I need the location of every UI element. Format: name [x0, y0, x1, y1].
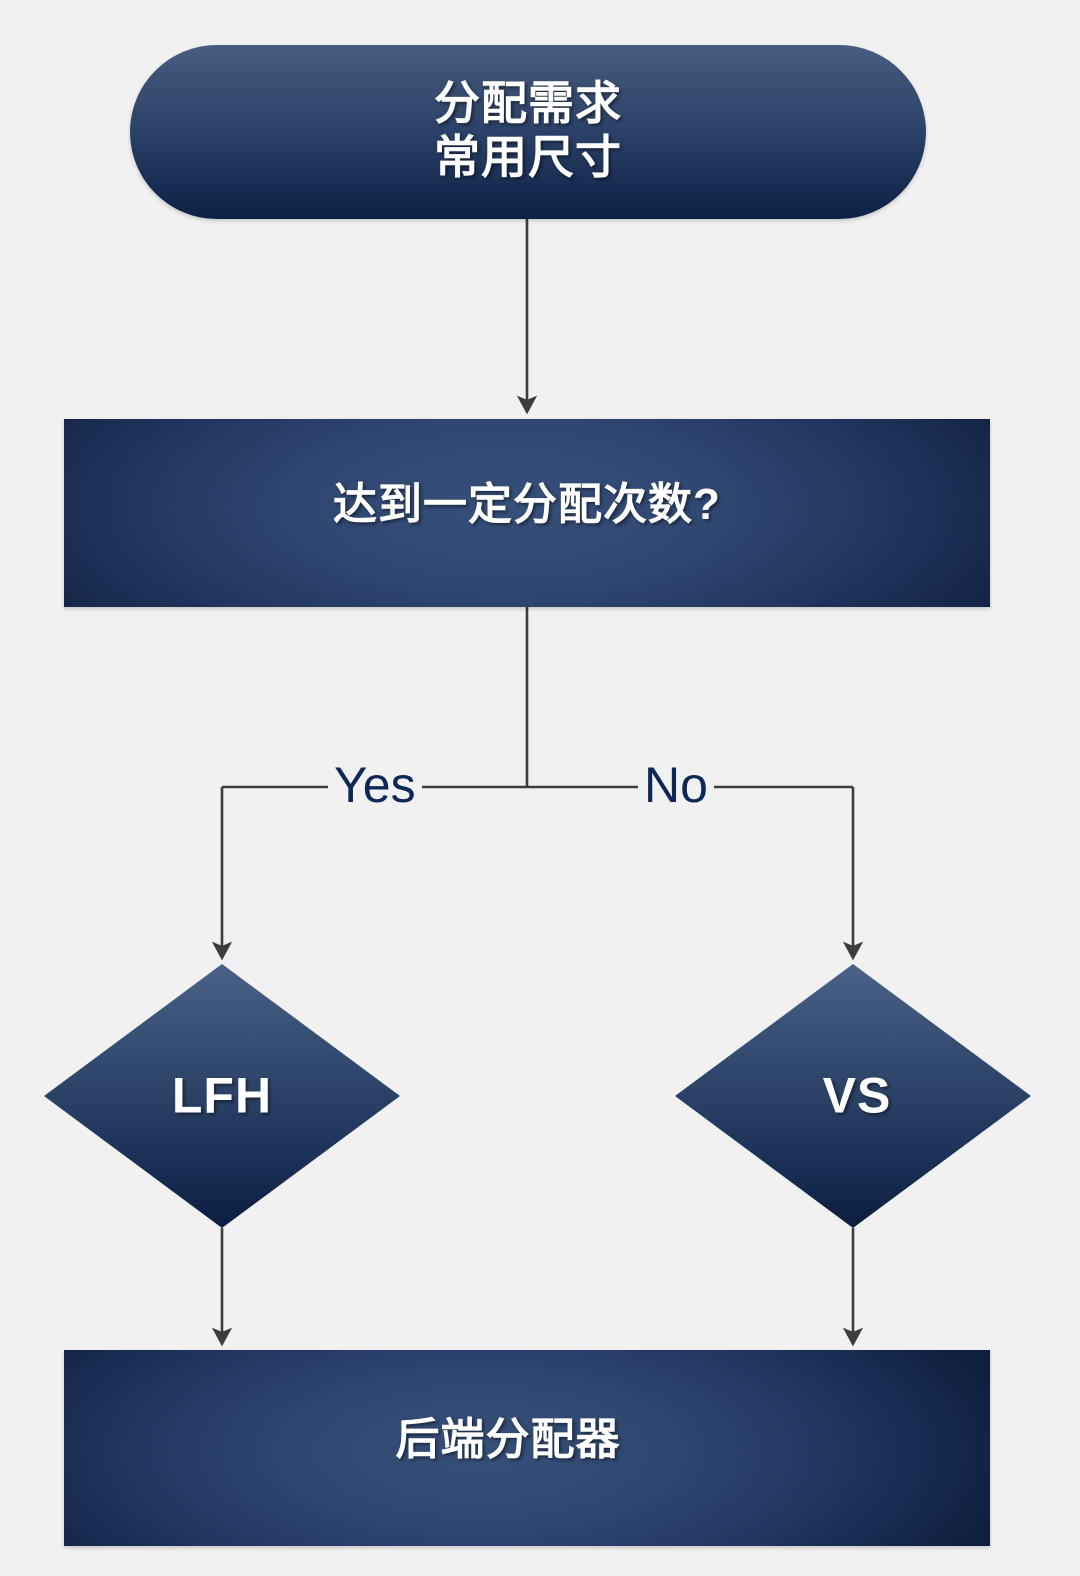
node-decision-label: 达到一定分配次数? — [333, 480, 721, 529]
node-end-label: 后端分配器 — [395, 1415, 621, 1464]
node-vs[interactable]: VS — [675, 964, 1031, 1228]
diamond-shape-vs — [675, 964, 1031, 1228]
node-start-allocation-request[interactable]: 分配需求 常用尺寸 — [130, 45, 926, 219]
node-lfh[interactable]: LFH — [44, 964, 400, 1228]
edge-label-yes: Yes — [328, 760, 422, 810]
edge-label-no: No — [638, 760, 714, 810]
node-backend-allocator[interactable]: 后端分配器 — [64, 1350, 990, 1546]
node-decision-allocation-count[interactable]: 达到一定分配次数? — [64, 419, 990, 607]
node-start-label: 分配需求 常用尺寸 — [434, 77, 622, 184]
diamond-shape-lfh — [44, 964, 400, 1228]
